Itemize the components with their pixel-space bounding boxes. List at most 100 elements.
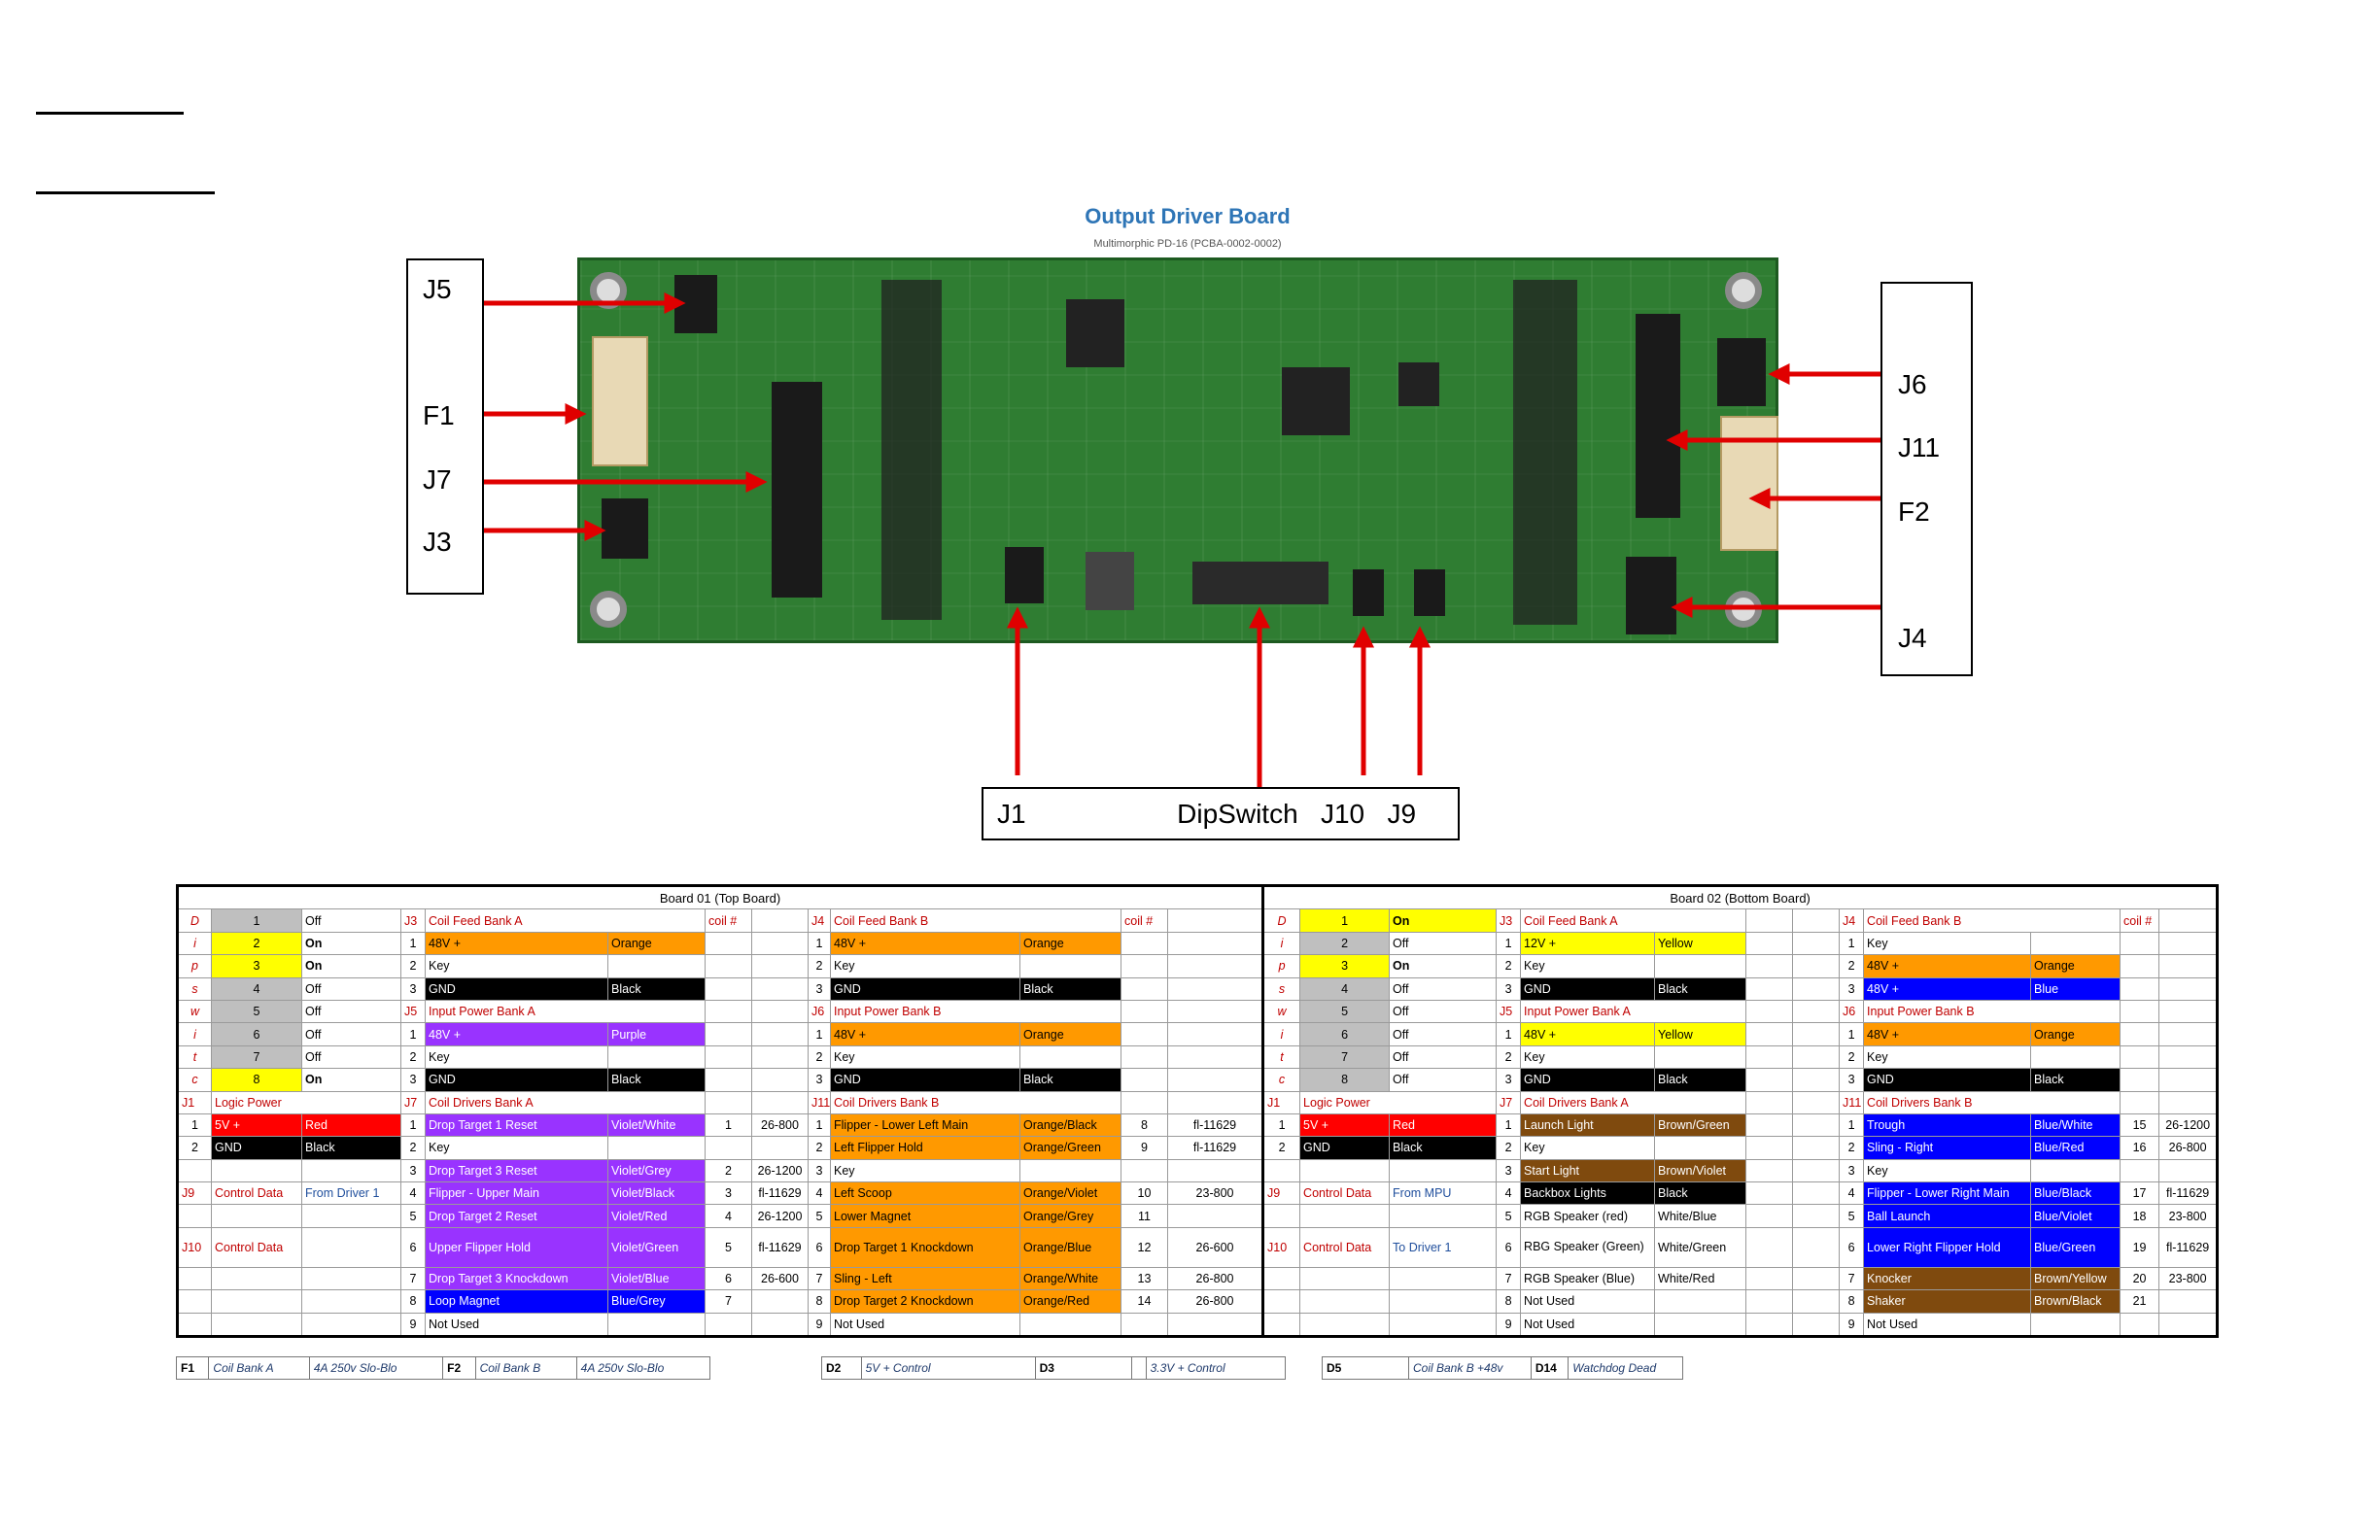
table-cell: [1792, 954, 1841, 978]
table-cell: Blue/Green: [2030, 1226, 2121, 1268]
table-cell: 4: [1496, 1181, 1522, 1206]
table-cell: [1792, 908, 1841, 933]
table-cell: Coil Feed Bank B: [1863, 908, 2121, 933]
table-cell: [1166, 1204, 1264, 1228]
table-cell: 1: [1261, 1112, 1301, 1138]
table-cell: [1121, 999, 1168, 1024]
table-cell: Blue: [2030, 976, 2121, 1001]
table-cell: 4: [1839, 1181, 1865, 1206]
table-cell: Key: [1863, 1044, 2032, 1070]
table-cell: Key: [1520, 1136, 1656, 1160]
table-cell: [301, 1266, 401, 1291]
table-cell: [1745, 1158, 1794, 1183]
table-cell: On: [301, 1068, 401, 1092]
table-cell: [1792, 976, 1841, 1001]
table-cell: Violet/Green: [607, 1226, 706, 1268]
footer-cell: Coil Bank B +48v: [1408, 1356, 1532, 1380]
table-cell: J7: [1496, 1090, 1522, 1114]
table-cell: [1745, 1204, 1794, 1228]
footer-led-table-2: D5 Coil Bank B +48v D14 Watchdog Dead: [1322, 1356, 1683, 1380]
table-cell: Key: [1520, 954, 1656, 978]
table-cell: 2: [400, 1136, 426, 1160]
ic-chip: [1066, 299, 1124, 367]
j10-header: [1353, 569, 1384, 616]
table-cell: Brown/Black: [2030, 1289, 2121, 1314]
table-cell: 26-600: [751, 1266, 809, 1291]
table-cell: Flipper - Lower Right Main: [1863, 1181, 2032, 1206]
table-cell: Coil Feed Bank A: [425, 908, 706, 933]
table-cell: Off: [1389, 976, 1498, 1001]
table-cell: [2120, 931, 2160, 956]
table-cell: From Driver 1: [301, 1181, 401, 1206]
table-cell: J5: [1496, 999, 1522, 1024]
table-cell: Off: [1389, 1022, 1498, 1046]
table-cell: Black: [1019, 1068, 1121, 1092]
board02-title: Board 02 (Bottom Board): [1261, 884, 2219, 910]
table-cell: [1745, 1226, 1794, 1268]
footer-cell: D14: [1530, 1356, 1569, 1380]
table-cell: [1792, 1112, 1841, 1138]
table-cell: [1745, 1112, 1794, 1138]
table-cell: 17: [2120, 1181, 2160, 1206]
table-cell: 3: [1299, 954, 1391, 978]
label-j11: J11: [1898, 432, 1941, 462]
table-cell: coil #: [2120, 908, 2160, 933]
table-cell: [1792, 1312, 1841, 1338]
table-cell: GND: [1299, 1136, 1391, 1160]
table-cell: 5V +: [211, 1112, 302, 1138]
table-cell: Violet/White: [607, 1112, 706, 1138]
table-cell: Key: [425, 1136, 608, 1160]
table-cell: [2158, 976, 2219, 1001]
table-cell: [177, 1158, 212, 1183]
table-cell: Key: [1863, 931, 2032, 956]
table-cell: 8: [1121, 1112, 1168, 1138]
table-cell: 26-1200: [751, 1158, 809, 1183]
table-cell: Flipper - Lower Left Main: [830, 1112, 1020, 1138]
table-cell: Black: [607, 1068, 706, 1092]
table-cell: Blue/White: [2030, 1112, 2121, 1138]
table-cell: [177, 1312, 212, 1338]
table-cell: [1299, 1266, 1391, 1291]
table-cell: Control Data: [211, 1181, 302, 1206]
table-cell: Logic Power: [211, 1090, 401, 1114]
table-cell: [1654, 1312, 1747, 1338]
table-cell: 4: [1299, 976, 1391, 1001]
table-cell: On: [1389, 908, 1498, 933]
table-cell: [2158, 1090, 2219, 1114]
table-cell: [1019, 1158, 1121, 1183]
table-cell: [1261, 1204, 1301, 1228]
table-cell: Control Data: [1299, 1181, 1391, 1206]
table-cell: [211, 1204, 302, 1228]
table-cell: J6: [1839, 999, 1865, 1024]
table-cell: [705, 1068, 752, 1092]
table-cell: [2158, 1044, 2219, 1070]
table-cell: 1: [808, 1022, 831, 1046]
table-cell: Trough: [1863, 1112, 2032, 1138]
footer-led-table: D2 5V + Control D3 3.3V + Control: [821, 1356, 1287, 1380]
table-cell: [1299, 1289, 1391, 1314]
table-cell: 1: [1839, 1112, 1865, 1138]
table-cell: [2158, 999, 2219, 1024]
table-cell: [1745, 1312, 1794, 1338]
table-cell: GND: [211, 1136, 302, 1160]
table-cell: [1121, 1022, 1168, 1046]
table-cell: [751, 999, 809, 1024]
table-cell: Purple: [607, 1022, 706, 1046]
table-cell: [1166, 1044, 1264, 1070]
table-cell: 19: [2120, 1226, 2160, 1268]
table-cell: Ball Launch: [1863, 1204, 2032, 1228]
table-cell: Blue/Black: [2030, 1181, 2121, 1206]
table-cell: [705, 1022, 752, 1046]
table-cell: White/Red: [1654, 1266, 1747, 1291]
table-cell: Black: [1654, 1068, 1747, 1092]
table-cell: 2: [1496, 954, 1522, 978]
table-cell: 3: [1839, 976, 1865, 1001]
table-cell: GND: [425, 976, 608, 1001]
table-cell: [1792, 1226, 1841, 1268]
table-cell: 6: [808, 1226, 831, 1268]
table-cell: Brown/Green: [1654, 1112, 1747, 1138]
footer-cell: F2: [442, 1356, 476, 1380]
